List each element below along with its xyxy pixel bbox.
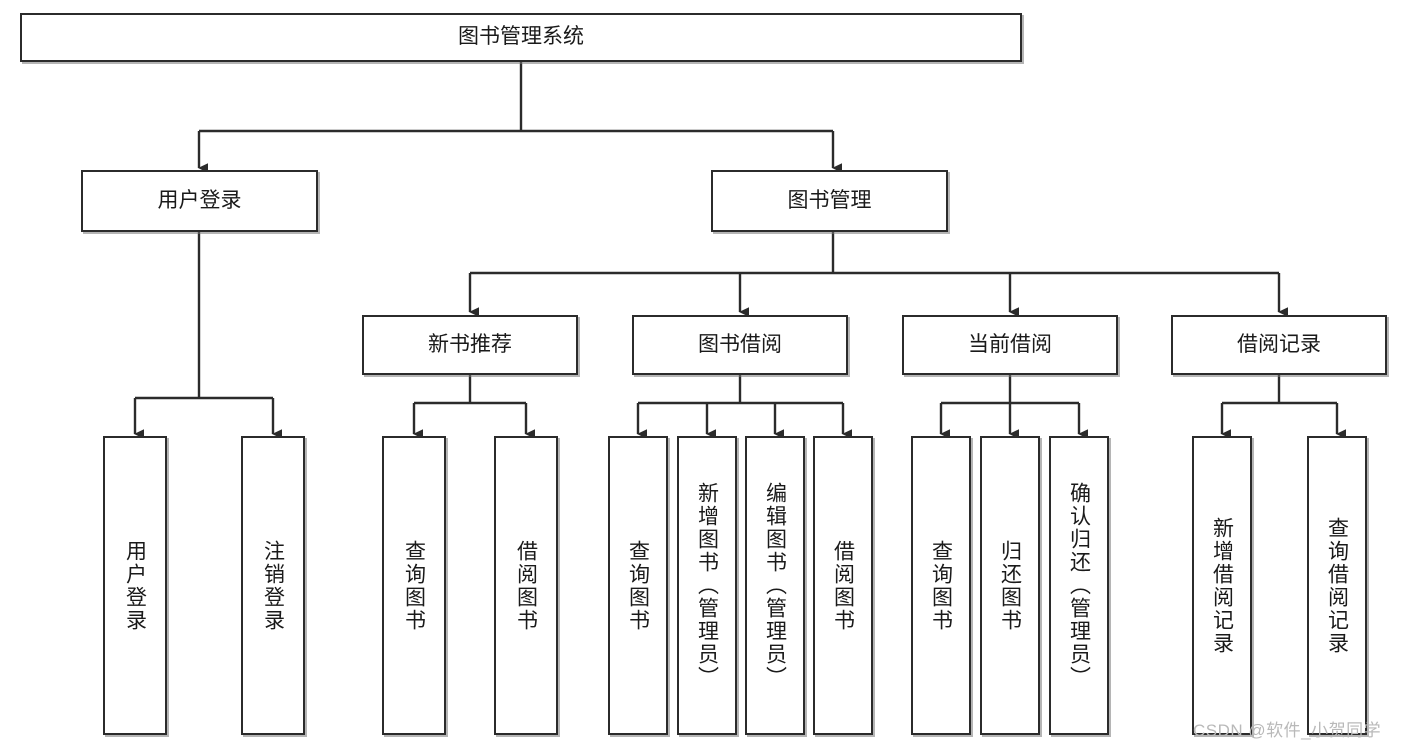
node-label: 当前借阅 xyxy=(968,332,1052,356)
leaf-new-book-borrow[interactable]: 借阅图书 xyxy=(494,436,558,735)
node-label: 用户登录 xyxy=(123,539,147,632)
node-label: 用户登录 xyxy=(157,188,242,212)
node-label: 查询图书 xyxy=(626,539,650,632)
leaf-new-book-query[interactable]: 查询图书 xyxy=(382,436,446,735)
node-label: 查询图书 xyxy=(929,539,953,632)
node-label: 借阅记录 xyxy=(1237,332,1321,356)
node-label: 编辑图书（管理员） xyxy=(763,482,787,689)
csdn-watermark: CSDN @软件_小贺同学 xyxy=(1193,721,1382,740)
leaf-user-login-login[interactable]: 用户登录 xyxy=(103,436,167,735)
node-borrow-record[interactable]: 借阅记录 xyxy=(1171,315,1387,375)
node-book-management[interactable]: 图书管理 xyxy=(711,170,948,232)
node-book-management-system[interactable]: 图书管理系统 xyxy=(20,13,1022,62)
node-label: 新书推荐 xyxy=(428,332,512,356)
node-book-borrow[interactable]: 图书借阅 xyxy=(632,315,848,375)
leaf-current-borrow-return[interactable]: 归还图书 xyxy=(980,436,1040,735)
node-label: 借阅图书 xyxy=(831,539,855,632)
node-label: 查询图书 xyxy=(402,539,426,632)
leaf-book-borrow-borrow[interactable]: 借阅图书 xyxy=(813,436,873,735)
node-label: 新增图书（管理员） xyxy=(695,482,719,689)
node-label: 图书借阅 xyxy=(698,332,782,356)
node-label: 归还图书 xyxy=(998,539,1022,632)
leaf-book-borrow-edit[interactable]: 编辑图书（管理员） xyxy=(745,436,805,735)
node-label: 借阅图书 xyxy=(514,539,538,632)
node-label: 新增借阅记录 xyxy=(1210,516,1234,655)
node-label: 图书管理 xyxy=(787,188,872,212)
node-current-borrow[interactable]: 当前借阅 xyxy=(902,315,1118,375)
node-new-book-recommend[interactable]: 新书推荐 xyxy=(362,315,578,375)
leaf-user-login-logout[interactable]: 注销登录 xyxy=(241,436,305,735)
leaf-book-borrow-query[interactable]: 查询图书 xyxy=(608,436,668,735)
node-label: 图书管理系统 xyxy=(458,25,584,49)
node-label: 确认归还（管理员） xyxy=(1067,482,1091,689)
leaf-current-borrow-confirm-return[interactable]: 确认归还（管理员） xyxy=(1049,436,1109,735)
leaf-current-borrow-query[interactable]: 查询图书 xyxy=(911,436,971,735)
leaf-borrow-record-query[interactable]: 查询借阅记录 xyxy=(1307,436,1367,735)
leaf-book-borrow-add[interactable]: 新增图书（管理员） xyxy=(677,436,737,735)
node-label: 注销登录 xyxy=(261,539,285,632)
leaf-borrow-record-add[interactable]: 新增借阅记录 xyxy=(1192,436,1252,735)
node-label: 查询借阅记录 xyxy=(1325,516,1349,655)
node-user-login[interactable]: 用户登录 xyxy=(81,170,318,232)
